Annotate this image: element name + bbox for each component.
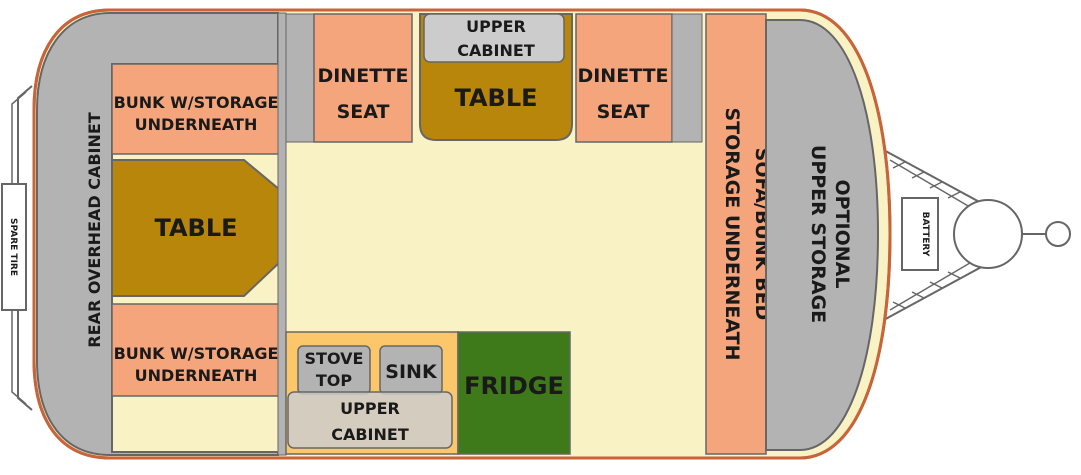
spare-tire-label: SPARE TIRE: [8, 218, 18, 276]
spare-tire: [1, 183, 27, 311]
dinette-left-label-2: SEAT: [337, 101, 390, 123]
front-table-label: TABLE: [454, 84, 537, 112]
optional-label-2: UPPER STORAGE: [807, 145, 829, 323]
sofa-label-2: STORAGE UNDERNEATH: [721, 107, 743, 360]
bunk-bottom-label-2: UNDERNEATH: [135, 366, 258, 385]
dinette-right-label-1: DINETTE: [577, 65, 668, 87]
sink-label: SINK: [385, 361, 438, 383]
dinette-seat-right-back: [671, 13, 703, 143]
bunk-top: [111, 63, 281, 155]
stove-label-2: TOP: [316, 371, 353, 390]
rear-bumper: SPARE TIRE: [1, 85, 33, 411]
upper-cabinet-bottom-label-1: UPPER: [340, 399, 400, 418]
rear-cabinet-label: REAR OVERHEAD CABINET: [85, 112, 104, 347]
fridge-label: FRIDGE: [464, 372, 564, 400]
stove-label-1: STOVE: [305, 349, 364, 368]
optional-label-1: OPTIONAL: [831, 180, 853, 289]
dinette-right-label-2: SEAT: [597, 101, 650, 123]
upper-cabinet-top: [423, 13, 565, 63]
rear-overhead-cabinet: [36, 12, 279, 456]
bunk-top-label-1: BUNK W/STORAGE: [114, 93, 279, 112]
battery-box: BATTERY: [901, 197, 939, 271]
hitch-ball-icon: [953, 199, 1023, 269]
upper-cabinet-top-label-1: UPPER: [466, 17, 526, 36]
rear-table-label: TABLE: [154, 214, 237, 242]
bunk-bottom-label-1: BUNK W/STORAGE: [114, 344, 279, 363]
dinette-seat-left-back: [285, 13, 315, 143]
optional-upper-storage: [765, 19, 880, 451]
dinette-left-label-1: DINETTE: [317, 65, 408, 87]
battery-label: BATTERY: [920, 212, 930, 257]
upper-cabinet-bottom-label-2: CABINET: [331, 425, 409, 444]
upper-cabinet-bottom: [287, 391, 453, 449]
bunk-top-label-2: UNDERNEATH: [135, 115, 258, 134]
upper-cabinet-top-label-2: CABINET: [457, 41, 535, 60]
hitch-tongue: [879, 147, 1071, 323]
fridge: [457, 331, 571, 455]
dinette-seat-left: [313, 13, 413, 143]
